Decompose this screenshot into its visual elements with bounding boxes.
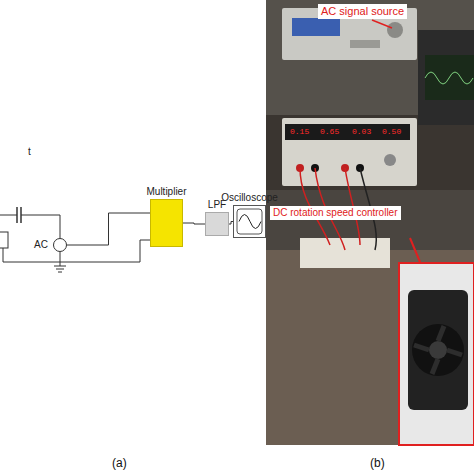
scope-sine [239, 215, 261, 229]
sensor-symbol [0, 232, 8, 248]
display-reading: 0.15 [290, 127, 309, 136]
generator-keys [350, 40, 380, 48]
photo-background [266, 0, 474, 445]
callout-line [410, 238, 420, 262]
multiplier-box: Multiplier [150, 199, 183, 247]
supply-display [285, 124, 410, 140]
scope-trace [425, 72, 473, 84]
cut-label: t [28, 146, 31, 158]
display-reading: 0.50 [382, 127, 401, 136]
photo-callout: DC rotation speed controller [270, 206, 401, 220]
wire [60, 262, 61, 266]
wire [3, 240, 150, 262]
fan-inset [399, 263, 474, 445]
photo [266, 0, 474, 445]
bench [266, 250, 474, 445]
ground-symbol [56, 269, 64, 270]
oscilloscope-photo [418, 30, 474, 125]
ground-symbol [58, 272, 62, 273]
supply-knob [384, 154, 396, 166]
generator-display [292, 18, 340, 36]
panel-label: (b) [370, 457, 385, 471]
pointer-line [372, 20, 392, 28]
photo-callout: AC signal source [318, 4, 407, 19]
oscilloscope-box: Oscilloscope [233, 205, 266, 238]
wire [21, 215, 60, 238]
node-label: AC [34, 239, 48, 251]
photo-wall [266, 0, 474, 115]
scope-screen [237, 209, 262, 234]
wire [0, 215, 17, 216]
fan-body [408, 290, 468, 410]
fan-blades [414, 326, 462, 374]
node-label: Multiplier [146, 186, 186, 198]
oscilloscope-screen [425, 55, 474, 100]
fan-hub [429, 341, 447, 359]
generator-knob [387, 22, 403, 38]
lpf-box: LPF [205, 212, 229, 236]
panel-label: (a) [112, 457, 127, 471]
display-reading: 0.65 [320, 127, 339, 136]
wire [60, 252, 61, 262]
signal-wire [67, 213, 150, 245]
circuit-wires [0, 207, 262, 272]
signal-wire [183, 223, 205, 224]
node-label: Oscilloscope [221, 192, 278, 204]
power-supply [282, 118, 417, 186]
ac-source: AC [53, 238, 67, 252]
fan-rotor [412, 324, 464, 376]
display-reading: 0.03 [352, 127, 371, 136]
capacitor-plate [16, 207, 18, 223]
